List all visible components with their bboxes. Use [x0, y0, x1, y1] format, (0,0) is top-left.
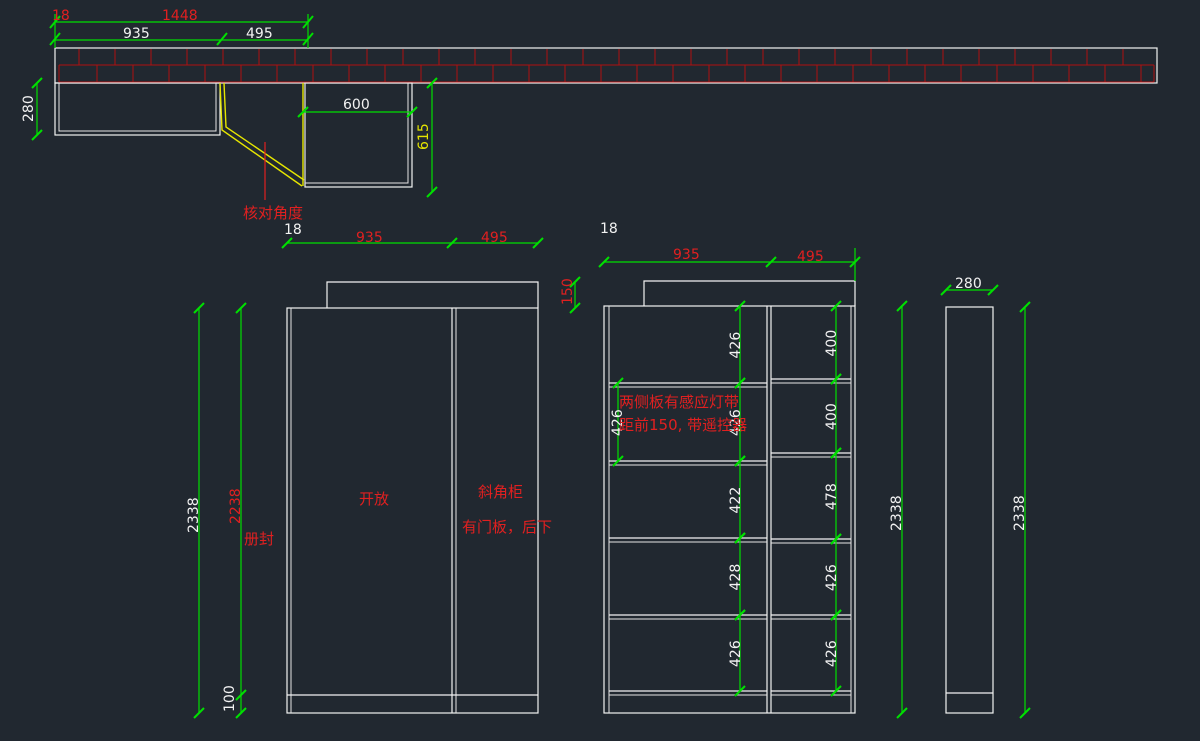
left-shelf-dim: 426: [728, 332, 744, 359]
tick: [281, 237, 293, 249]
tick: [297, 106, 309, 118]
dim-2338-section: 2338: [889, 495, 905, 531]
dim-18-plan: 18: [52, 8, 70, 24]
tick: [31, 129, 43, 141]
left-shelf-dim: 426: [728, 409, 744, 436]
right-shelf-dim: 478: [824, 483, 840, 510]
dim-150: 150: [560, 278, 576, 305]
tick: [446, 237, 458, 249]
front-outline: [286, 307, 539, 714]
tick: [940, 284, 952, 296]
plan-right-cabinet-inner: [304, 82, 409, 184]
right-shelf-dim: 400: [824, 403, 840, 430]
label-door-panel: 有门板，后下: [462, 518, 552, 536]
tick: [830, 609, 842, 621]
plan-left-cabinet-inner: [58, 82, 217, 132]
note-check-angle: 核对角度: [243, 204, 303, 222]
plan-view: 18 1448 935 495 280 600 615 核对角度: [21, 8, 1158, 222]
tick: [734, 377, 746, 389]
left-aux-shelf-dim: 426: [610, 409, 626, 436]
tick: [896, 707, 908, 719]
tick: [532, 237, 544, 249]
left-shelf-dim: 428: [728, 564, 744, 591]
note-light-strip-2: 距前150, 带遥控器: [619, 416, 747, 434]
tick: [31, 77, 43, 89]
tick: [1019, 301, 1031, 313]
dim-935-front: 935: [356, 230, 383, 246]
dim-935-section: 935: [673, 247, 700, 263]
dim-1448: 1448: [162, 8, 198, 24]
dim-495-plan: 495: [246, 26, 273, 42]
brick-wall: [58, 49, 1155, 83]
label-edge-band: 册封: [244, 530, 274, 548]
tick: [216, 32, 228, 46]
dim-935-plan: 935: [123, 26, 150, 42]
side-outline: [945, 306, 994, 714]
front-elevation: 18 935 495 150 2338 2238 100 册封 开放 斜角柜 有…: [186, 222, 581, 719]
tick: [830, 685, 842, 697]
section-elevation: 426 426 422 428 426 400 400 478 426 426 426 18 935…: [598, 221, 908, 719]
tick: [193, 707, 205, 719]
dim-600: 600: [343, 97, 370, 113]
tick: [830, 533, 842, 545]
tick: [734, 455, 746, 467]
tick: [569, 302, 581, 314]
dim-18-section: 18: [600, 221, 618, 237]
tick: [734, 685, 746, 697]
tick: [987, 284, 999, 296]
note-light-strip-1: 两侧板有感应灯带: [619, 393, 739, 411]
tick: [612, 377, 624, 389]
right-shelf-dim: 426: [824, 564, 840, 591]
tick: [193, 302, 205, 314]
left-shelf-dim: 426: [728, 640, 744, 667]
tick: [734, 609, 746, 621]
dim-495-front: 495: [481, 230, 508, 246]
tick: [830, 373, 842, 385]
dim-100: 100: [222, 685, 238, 712]
tick: [734, 532, 746, 544]
label-corner-cabinet: 斜角柜: [478, 483, 523, 501]
tick: [830, 447, 842, 459]
plan-angled-panel-inner: [223, 82, 305, 181]
dim-495-section: 495: [797, 249, 824, 265]
tick: [426, 77, 438, 89]
left-shelf-dim: 422: [728, 487, 744, 514]
tick: [426, 186, 438, 198]
section-top-box: [643, 280, 856, 306]
shelf-dimensions: 426 426 422 428 426 400 400 478 426 426 426: [610, 300, 842, 697]
right-shelf-dim: 426: [824, 640, 840, 667]
label-open: 开放: [359, 490, 389, 508]
tick: [406, 106, 418, 118]
dim-280-plan: 280: [21, 95, 37, 122]
plan-angled-panel: [219, 82, 303, 187]
front-top-box: [326, 281, 539, 308]
side-view: 280 2338: [940, 276, 1031, 719]
tick: [235, 707, 247, 719]
tick: [830, 300, 842, 312]
tick: [734, 300, 746, 312]
dim-2338-front: 2338: [186, 497, 202, 533]
dim-280-side: 280: [955, 276, 982, 292]
tick: [569, 276, 581, 288]
tick: [1019, 707, 1031, 719]
section-outline: [603, 305, 856, 714]
dim-615: 615: [416, 123, 432, 150]
wall-outline: [54, 47, 1158, 84]
tick: [612, 455, 624, 467]
dim-2338-side: 2338: [1012, 495, 1028, 531]
tick: [598, 256, 610, 268]
dim-2238: 2238: [228, 488, 244, 524]
plan-left-cabinet: [54, 82, 221, 136]
tick: [896, 300, 908, 312]
tick: [235, 302, 247, 314]
dim-18-front: 18: [284, 222, 302, 238]
right-shelf-dim: 400: [824, 330, 840, 357]
tick: [765, 256, 777, 268]
tick: [849, 256, 861, 268]
